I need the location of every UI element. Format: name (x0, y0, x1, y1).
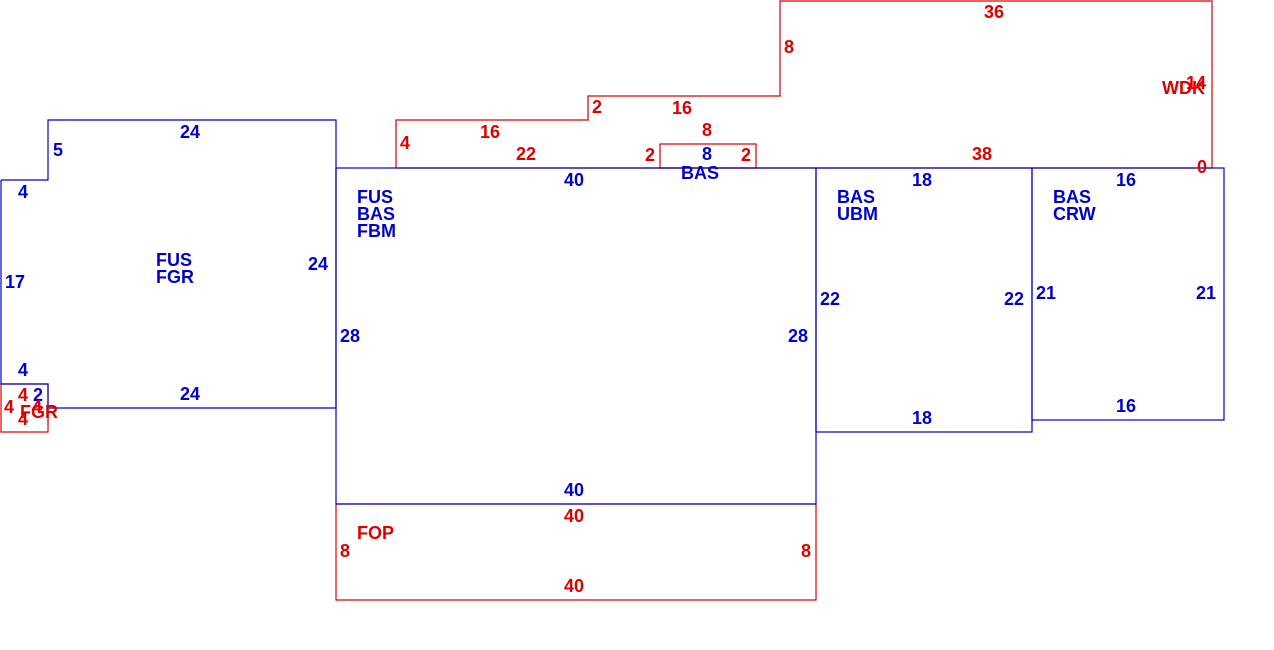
dim-bay-top: 8 (702, 120, 712, 140)
deck-outline (395, 0, 1213, 169)
ubm-label-1: BAS (837, 187, 875, 207)
dim-bay-inner: 8 (702, 144, 712, 164)
dim-deck-bottom: 38 (972, 144, 992, 164)
main-label-1: FUS (357, 187, 393, 207)
dim-deck-zero: 0 (1197, 157, 1207, 177)
dim-fgr-a: 4 (18, 385, 28, 405)
dim-bay-left: 2 (645, 145, 655, 165)
ubm-label-2: UBM (837, 204, 878, 224)
dim-crw-right: 21 (1196, 283, 1216, 303)
dim-ubm-right: 22 (1004, 289, 1024, 309)
dim-garage-top: 24 (180, 122, 200, 142)
dim-garage-jog: 5 (53, 140, 63, 160)
dim-garage-small-2: 2 (33, 385, 43, 405)
dim-deck-2: 2 (592, 97, 602, 117)
dim-porch-right: 8 (801, 541, 811, 561)
dim-garage-right: 24 (308, 254, 328, 274)
dim-garage-left-top: 4 (18, 182, 28, 202)
dim-ubm-bottom: 18 (912, 408, 932, 428)
dim-porch-top: 40 (564, 506, 584, 526)
small-garage-label: FGR (20, 402, 58, 422)
dim-garage-bottom: 24 (180, 384, 200, 404)
dim-deck-22: 22 (516, 144, 536, 164)
dim-fgr-b: 4 (4, 397, 14, 417)
dim-main-right: 28 (788, 326, 808, 346)
dim-crw-bottom: 16 (1116, 396, 1136, 416)
dim-garage-bottom-left: 4 (18, 360, 28, 380)
dim-porch-bottom: 40 (564, 576, 584, 596)
dim-deck-4: 4 (400, 133, 410, 153)
crw-label-2: CRW (1053, 204, 1096, 224)
dim-deck-step: 8 (784, 37, 794, 57)
main-label-2: BAS (357, 204, 395, 224)
dim-ubm-top: 18 (912, 170, 932, 190)
main-house-outline (335, 167, 817, 505)
dim-crw-top: 16 (1116, 170, 1136, 190)
dim-deck-16a: 16 (480, 122, 500, 142)
garage-label-1: FUS (156, 250, 192, 270)
dim-fgr-c: 4 (32, 397, 42, 417)
dim-fgr-d: 4 (18, 409, 28, 429)
dim-deck-top: 36 (984, 2, 1004, 22)
dim-garage-left: 17 (5, 272, 25, 292)
dim-ubm-left: 22 (820, 289, 840, 309)
dim-bay-right: 2 (741, 145, 751, 165)
dim-deck-right: 14 (1186, 73, 1206, 93)
bay-label: BAS (681, 163, 719, 183)
main-label-3: FBM (357, 221, 396, 241)
dim-deck-16b: 16 (672, 98, 692, 118)
garage-label-2: FGR (156, 267, 194, 287)
dim-crw-left: 21 (1036, 283, 1056, 303)
dim-main-bottom: 40 (564, 480, 584, 500)
dim-main-left: 28 (340, 326, 360, 346)
dim-porch-left: 8 (340, 541, 350, 561)
porch-label: FOP (357, 523, 394, 543)
crw-label-1: BAS (1053, 187, 1091, 207)
crw-outline (1031, 167, 1225, 421)
deck-label: WDK (1162, 78, 1205, 98)
dim-main-top: 40 (564, 170, 584, 190)
